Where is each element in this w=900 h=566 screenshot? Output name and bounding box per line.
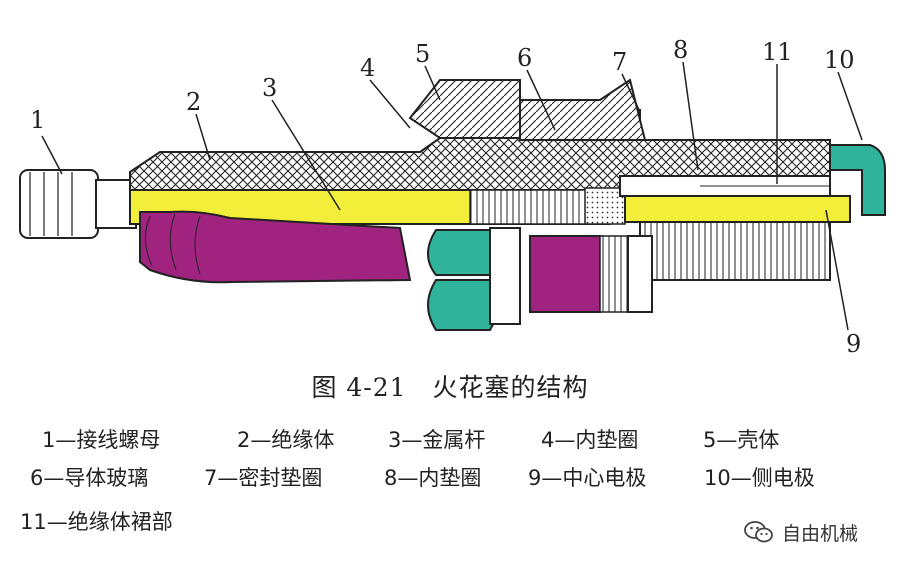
callout-5: 5 <box>415 40 430 68</box>
legend-item-9: 9—中心电极 <box>528 466 647 490</box>
callout-7: 7 <box>612 48 627 76</box>
figure-caption: 图 4-21 火花塞的结构 <box>311 373 589 402</box>
shell-hex <box>408 78 647 141</box>
legend-item-4: 4—内垫圈 <box>541 428 639 452</box>
center-electrode <box>624 195 851 223</box>
callout-10: 10 <box>824 46 855 74</box>
insulator-skirt <box>619 175 831 197</box>
legend-item-2: 2—绝缘体 <box>237 428 335 452</box>
inner-gasket-purple <box>529 235 653 313</box>
terminal-nut <box>19 169 137 239</box>
callout-11: 11 <box>762 38 793 66</box>
legend-item-3: 3—金属杆 <box>388 428 486 452</box>
callout-8: 8 <box>673 36 688 64</box>
callout-6: 6 <box>517 44 532 72</box>
legend-item-1: 1—接线螺母 <box>42 428 161 452</box>
legend-item-11: 11—绝缘体裙部 <box>20 510 173 534</box>
conductive-glass <box>584 187 626 225</box>
legend-item-7: 7—密封垫圈 <box>204 466 323 490</box>
wechat-icon <box>744 521 773 543</box>
callout-3: 3 <box>262 74 277 102</box>
watermark-text: 自由机械 <box>782 522 859 545</box>
insulator-lower-purple <box>139 210 412 284</box>
callout-4: 4 <box>360 54 375 82</box>
legend-item-6: 6—导体玻璃 <box>30 466 149 490</box>
callout-2: 2 <box>186 88 201 116</box>
side-electrode <box>829 144 886 216</box>
legend-item-8: 8—内垫圈 <box>384 466 482 490</box>
shell-threads <box>639 221 831 281</box>
callout-9: 9 <box>846 330 861 358</box>
legend-item-10: 10—侧电极 <box>704 466 815 490</box>
legend-item-5: 5—壳体 <box>703 428 780 452</box>
sealing-washer-teal <box>427 227 521 331</box>
leader-lines <box>41 61 863 331</box>
callout-1: 1 <box>30 106 45 134</box>
watermark: 自由机械 <box>744 517 858 547</box>
